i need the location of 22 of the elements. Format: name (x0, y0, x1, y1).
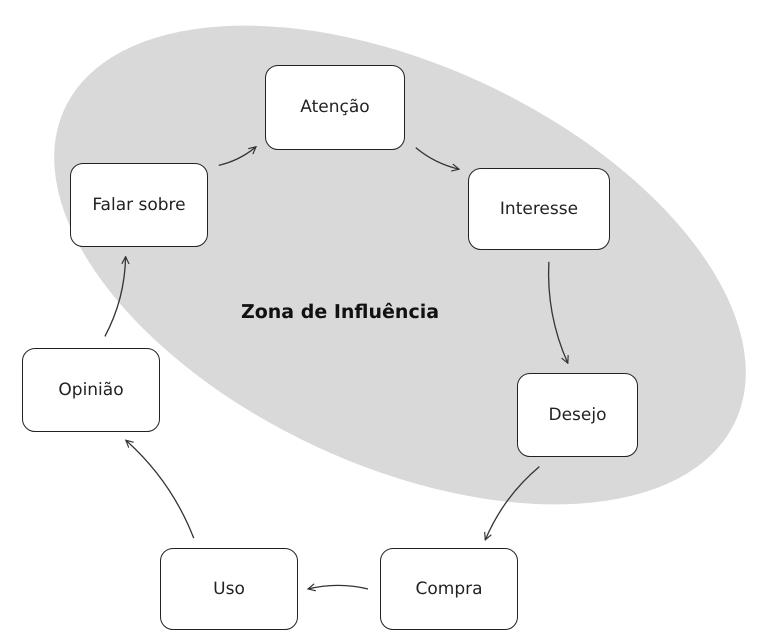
stage-label: Uso (213, 578, 245, 601)
stage-box (160, 548, 298, 630)
stage-label: Compra (415, 578, 483, 601)
arrow (484, 466, 540, 541)
stage-label: Desejo (548, 404, 606, 427)
arrow (125, 440, 194, 538)
stage-label: Falar sobre (92, 194, 186, 217)
stage-box (70, 163, 208, 247)
arrow (548, 262, 569, 364)
arrow (307, 583, 368, 592)
stage-label: Interesse (500, 198, 578, 221)
stage-box (380, 548, 518, 630)
arrow (218, 146, 257, 166)
stage-label: Atenção (300, 96, 370, 120)
stage-box (22, 348, 160, 432)
stage-box (517, 373, 638, 457)
arrow (104, 256, 130, 337)
stage-box (468, 168, 610, 250)
stage-label: Opinião (58, 378, 124, 402)
stage-box (265, 65, 405, 150)
arrow (415, 147, 460, 172)
zone-label: Zona de Influência (240, 301, 440, 323)
